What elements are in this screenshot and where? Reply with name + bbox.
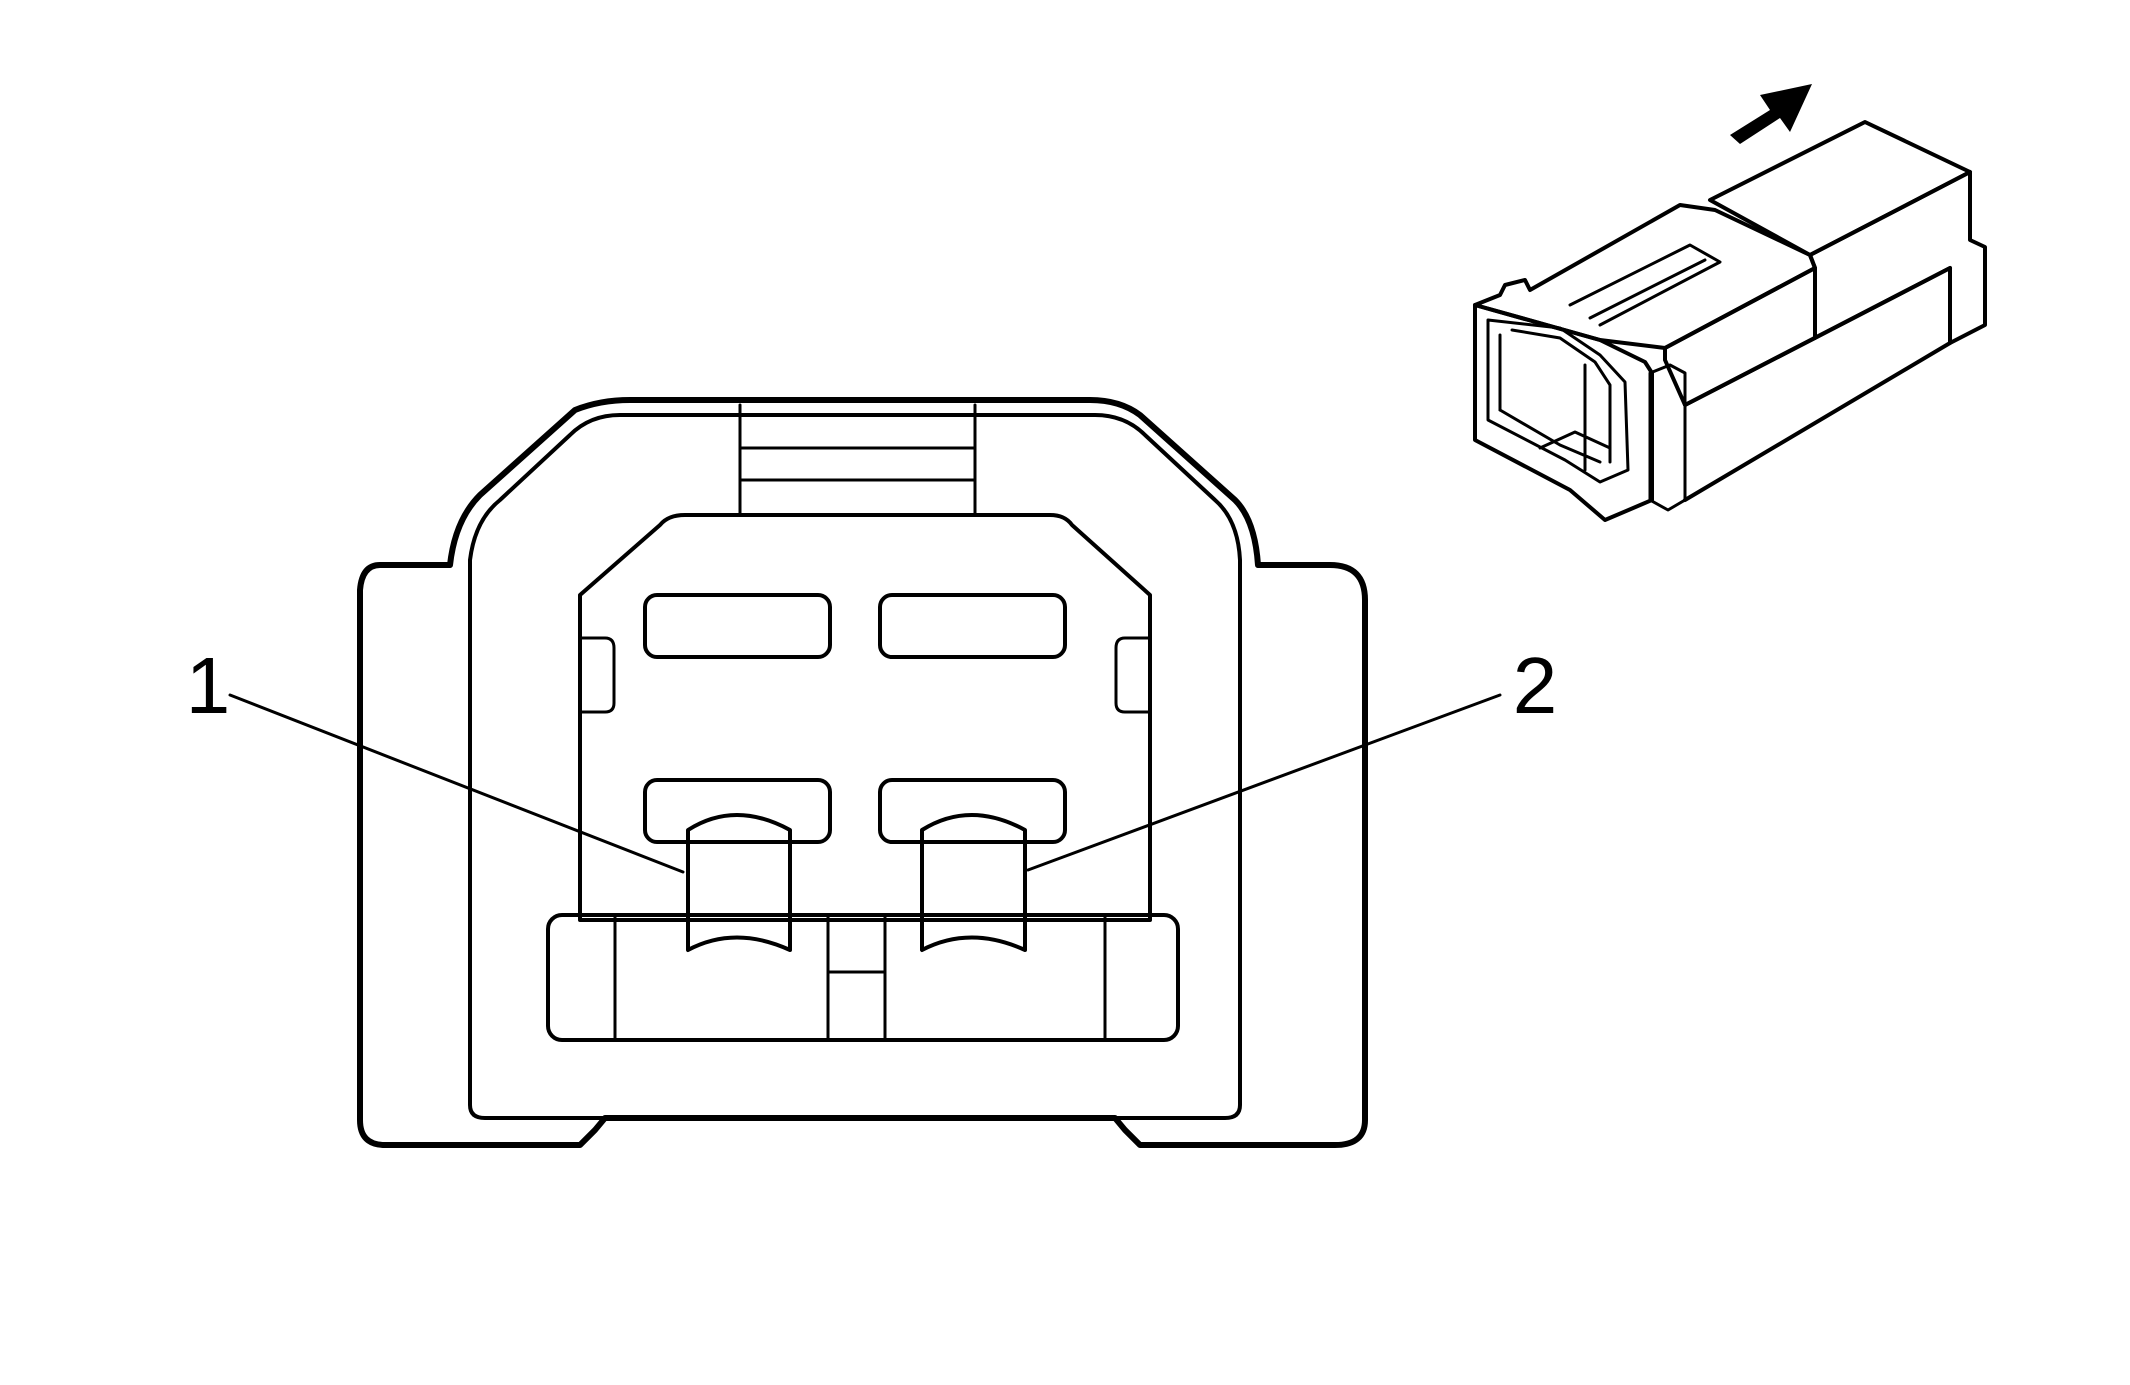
connector-outer-body (357, 397, 1368, 1148)
latch-ribs (738, 403, 977, 517)
lock-bar (546, 913, 1180, 1042)
terminal-insert (578, 513, 1152, 922)
right-notch (1114, 636, 1150, 714)
cavity-slot-bottom-left (643, 778, 832, 844)
cavity-slot-top-right (878, 593, 1067, 659)
connector-isometric-icon (1473, 120, 1987, 522)
callout-1-label: 1 (186, 641, 231, 730)
callout-1: 1 (186, 641, 685, 874)
terminal-2 (920, 813, 1027, 952)
left-notch (580, 636, 616, 714)
lock-bar-dividers (613, 913, 1107, 1042)
connector-inner-shroud (468, 413, 1242, 1120)
callout-2: 2 (1026, 641, 1558, 872)
terminal-1 (686, 813, 792, 952)
cavity-slot-top-left (643, 593, 832, 659)
connector-face-view (357, 397, 1368, 1148)
arrow-icon (1730, 84, 1812, 144)
cavity-slot-bottom-right (878, 778, 1067, 844)
callout-2-label: 2 (1513, 641, 1558, 730)
